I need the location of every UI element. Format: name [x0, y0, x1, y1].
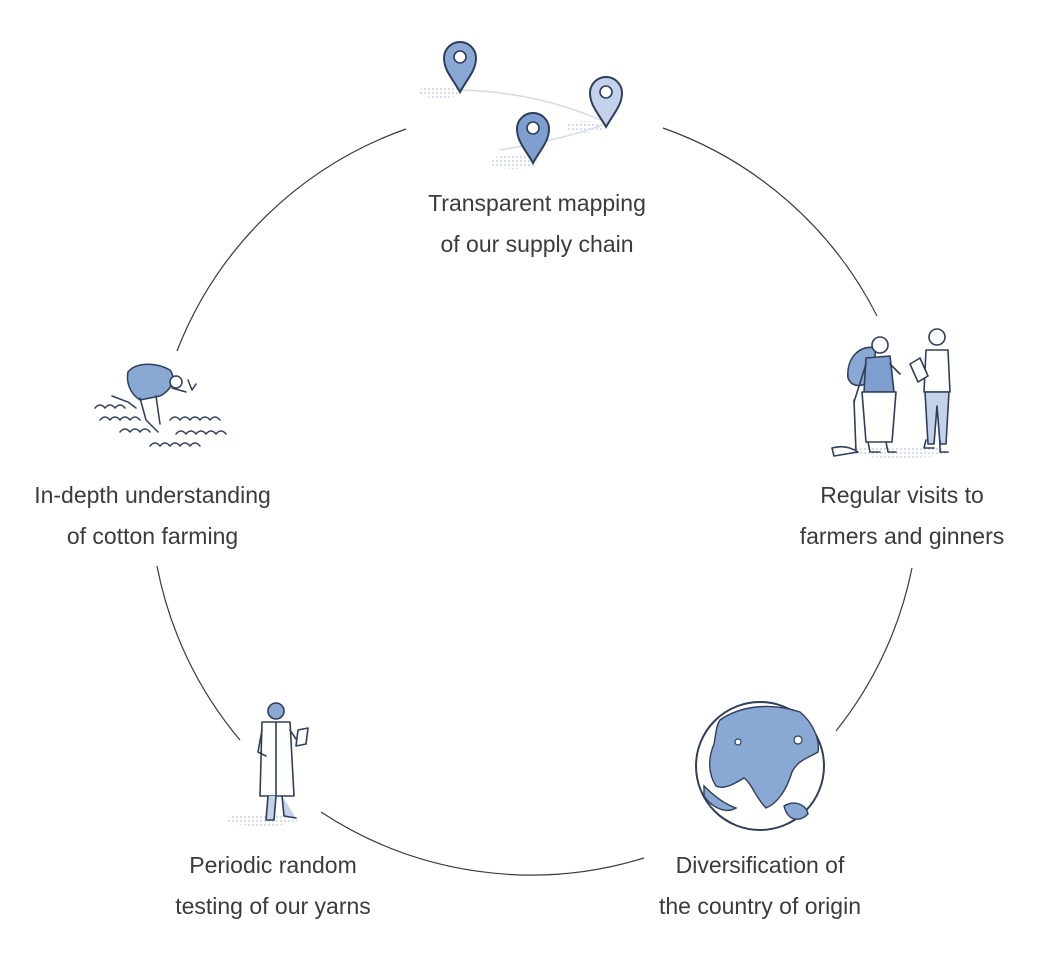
farmer-visit-icon — [831, 328, 951, 458]
label-line: farmers and ginners — [799, 523, 1005, 549]
arc-farming-to-mapping — [176, 128, 407, 352]
label-line: of cotton farming — [66, 523, 239, 549]
node-label-yarn-testing: Periodic random testing of our yarns — [133, 845, 413, 927]
label-line: Regular visits to — [820, 482, 984, 508]
cycle-connector-arcs — [156, 127, 913, 876]
label-line: testing of our yarns — [175, 893, 371, 919]
node-label-supply-chain-mapping: Transparent mapping of our supply chain — [397, 183, 677, 265]
arc-origin-to-testing — [320, 811, 645, 876]
lab-scientist-icon — [226, 702, 309, 826]
label-line: the country of origin — [658, 893, 861, 919]
node-label-country-diversification: Diversification of the country of origin — [620, 845, 900, 927]
globe-icon — [695, 701, 825, 831]
label-line: of our supply chain — [440, 231, 634, 257]
label-line: Periodic random — [189, 852, 357, 878]
arc-visits-to-origin — [835, 567, 913, 732]
label-line: In-depth understanding — [34, 482, 271, 508]
arc-testing-to-farming — [156, 565, 241, 741]
map-pin-icon — [418, 41, 624, 169]
arc-mapping-to-visits — [662, 127, 878, 317]
node-label-cotton-farming: In-depth understanding of cotton farming — [10, 475, 295, 557]
node-label-farmer-visits: Regular visits to farmers and ginners — [772, 475, 1032, 557]
label-line: Diversification of — [675, 852, 845, 878]
label-line: Transparent mapping — [428, 190, 646, 216]
cotton-farmer-icon — [94, 363, 227, 447]
